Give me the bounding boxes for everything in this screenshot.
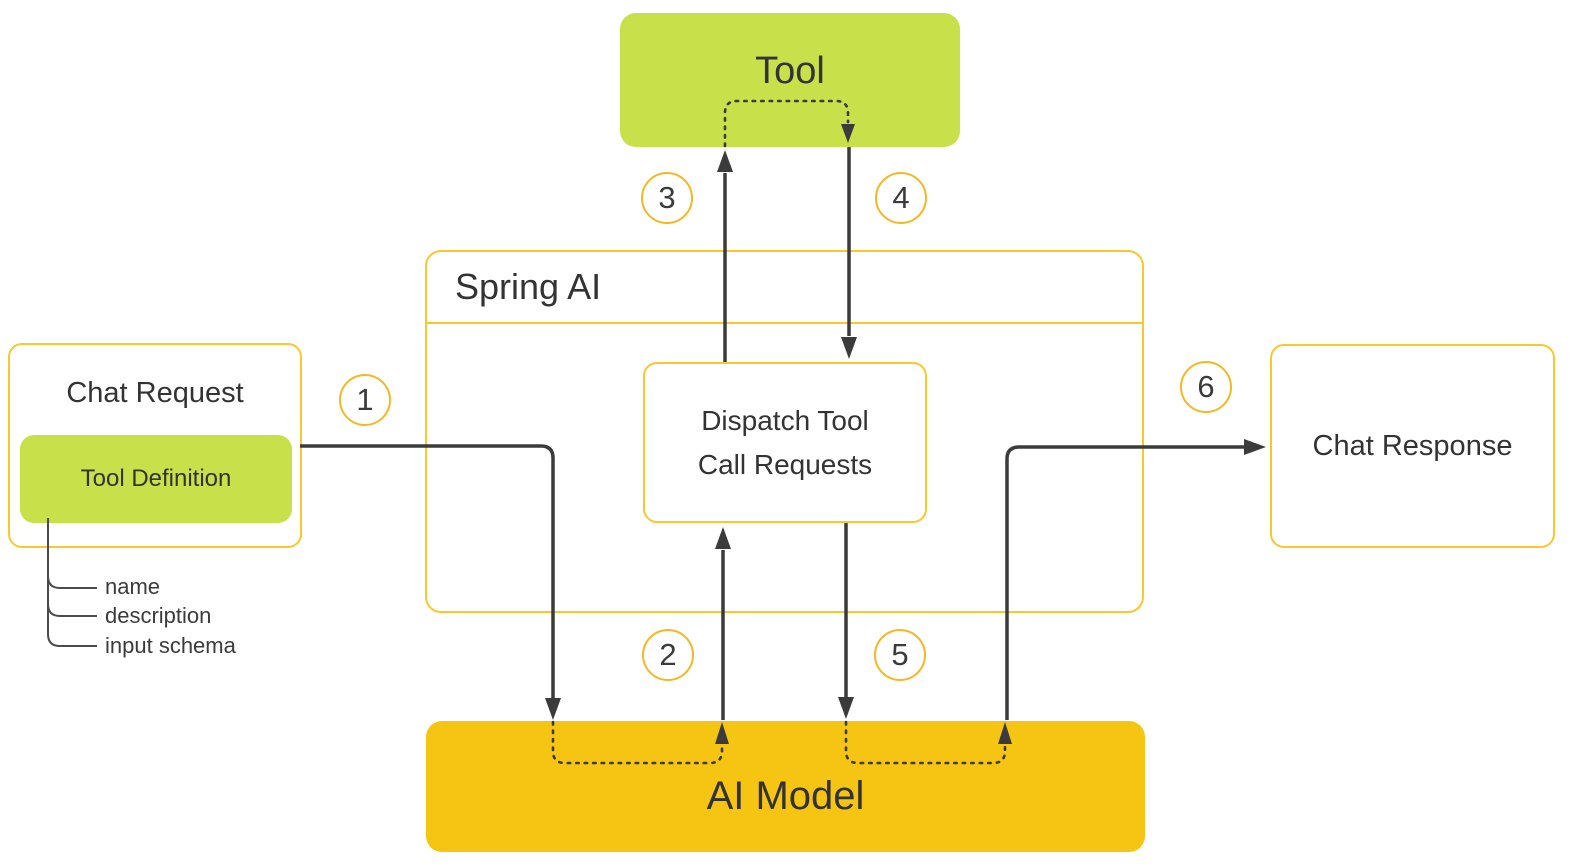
step-4-number: 4 — [892, 180, 910, 215]
step-2-number: 2 — [659, 637, 677, 672]
field-input-schema-label: input schema — [105, 633, 236, 658]
field-name-label: name — [105, 574, 161, 599]
dispatch-label: Dispatch Tool Call Requests — [697, 404, 873, 480]
step-1-badge: 1 — [339, 374, 391, 426]
tool-node: Tool — [620, 13, 960, 147]
chat-request-label: Chat Request — [66, 377, 244, 409]
dispatch-tool-call-node: Dispatch Tool Call Requests — [643, 362, 927, 523]
step-1-number: 1 — [356, 382, 374, 417]
spring-ai-label: Spring AI — [455, 266, 602, 307]
step-6-badge: 6 — [1180, 361, 1232, 413]
step-4-badge: 4 — [875, 172, 927, 224]
chat-response-label: Chat Response — [1312, 429, 1513, 462]
tool-definition-node: Tool Definition — [20, 435, 292, 523]
spring-ai-container: Spring AI — [425, 250, 1144, 613]
step-5-number: 5 — [891, 637, 909, 672]
ai-model-node: AI Model — [426, 721, 1145, 852]
step-2-badge: 2 — [642, 629, 694, 681]
field-description-label: description — [105, 603, 212, 628]
ai-model-label: AI Model — [706, 774, 865, 818]
chat-request-node: Chat Request Tool Definition — [8, 343, 302, 548]
spring-ai-header: Spring AI — [427, 252, 1142, 324]
chat-response-node: Chat Response — [1270, 344, 1555, 548]
step-3-number: 3 — [658, 180, 676, 215]
tool-node-label: Tool — [755, 49, 825, 92]
step-6-number: 6 — [1197, 369, 1215, 404]
tool-definition-label: Tool Definition — [80, 465, 232, 492]
step-3-badge: 3 — [641, 172, 693, 224]
step-5-badge: 5 — [874, 629, 926, 681]
